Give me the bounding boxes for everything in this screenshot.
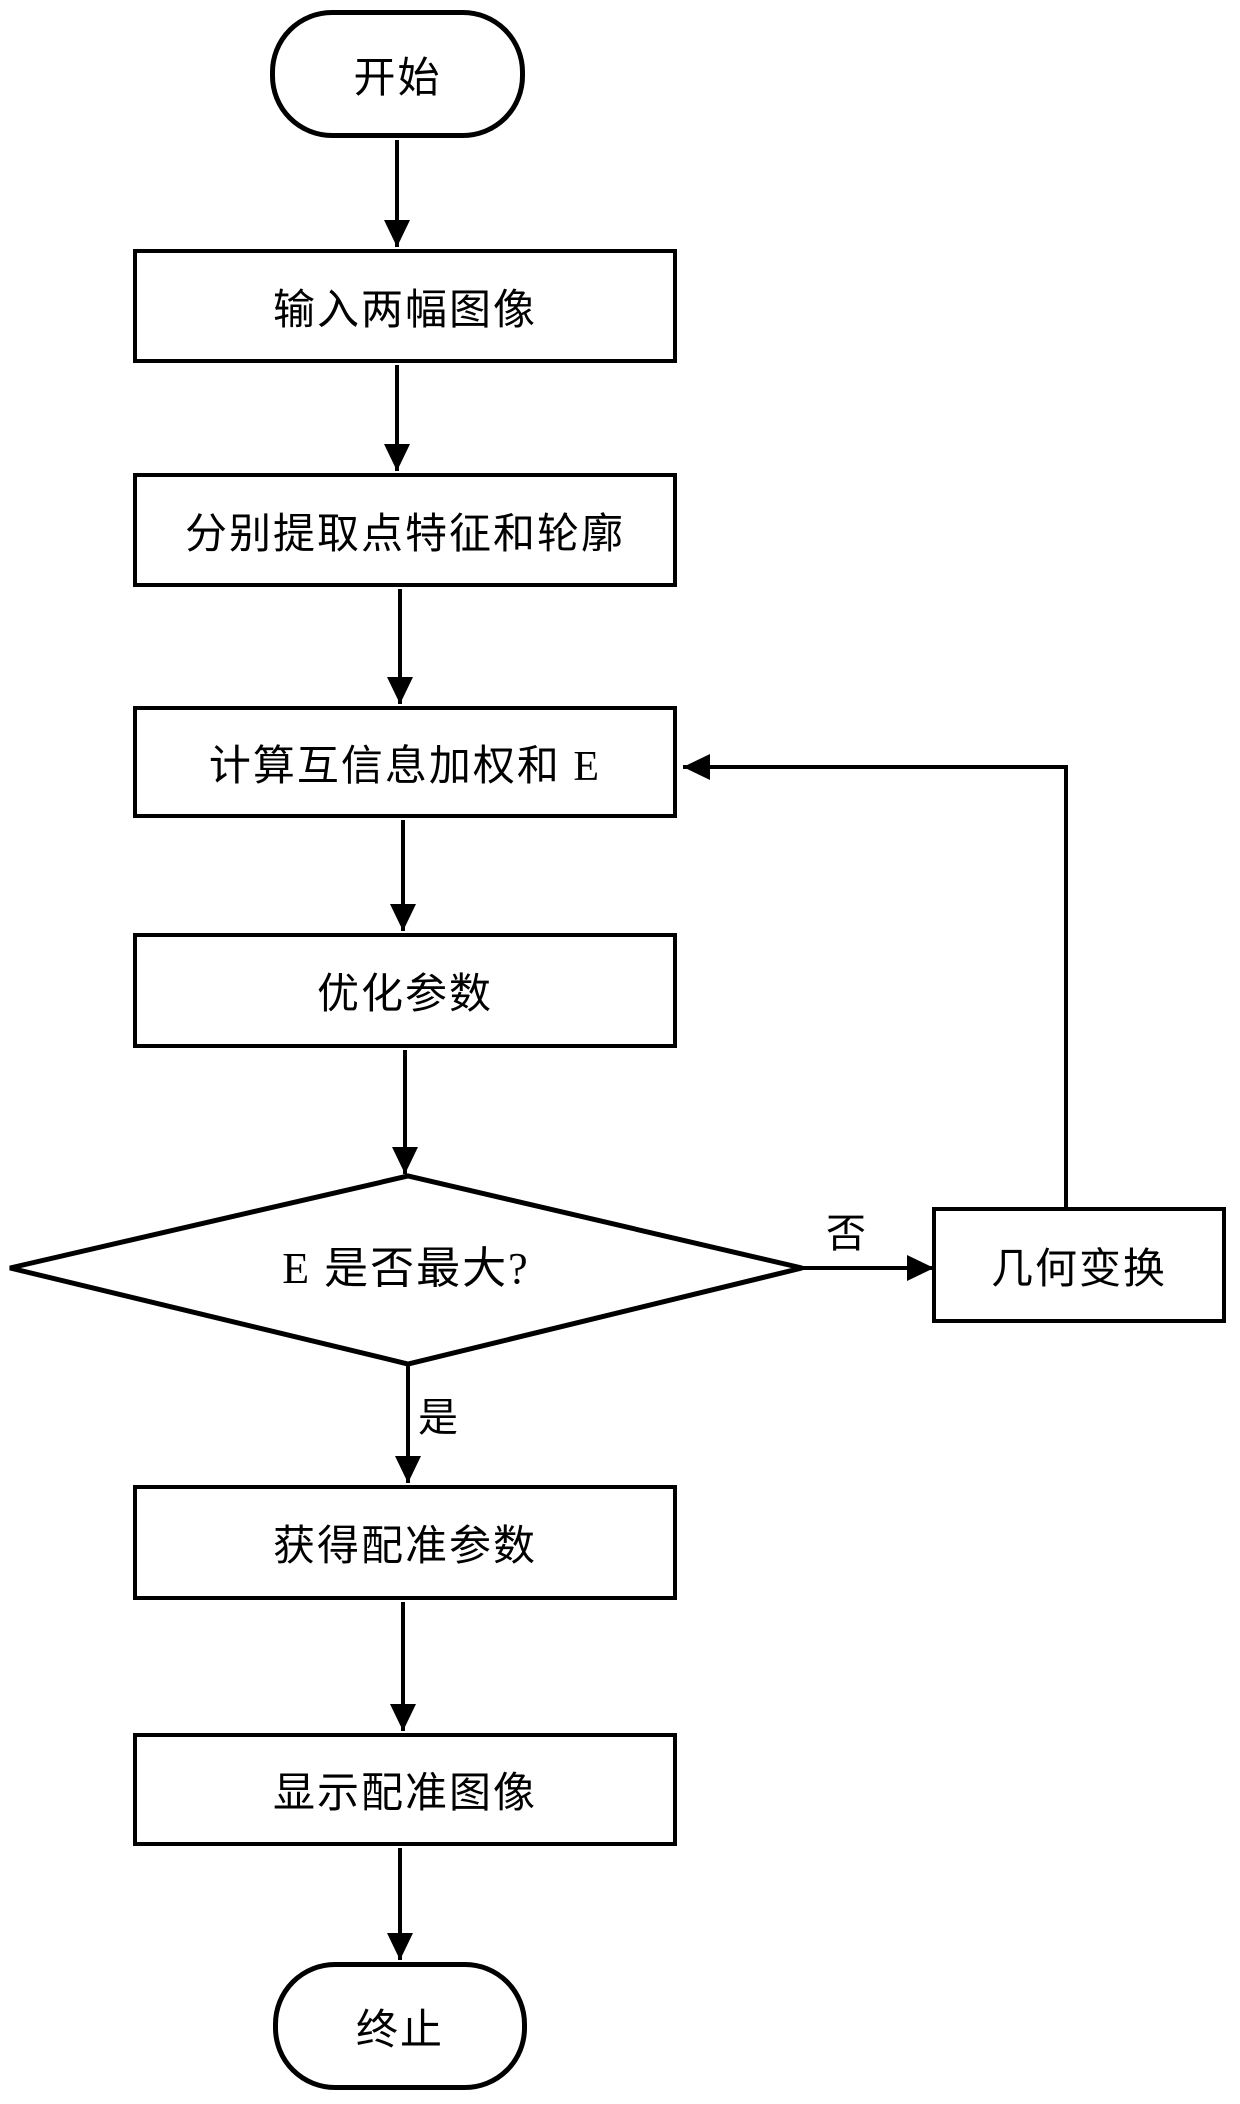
node-extract-features-label: 分别提取点特征和轮廓 <box>184 511 625 558</box>
node-compute-weighted-sum-label: 计算互信息加权和 E <box>208 743 602 790</box>
node-input-images-label: 输入两幅图像 <box>272 287 537 334</box>
node-end: 终止 <box>273 1962 527 2090</box>
node-extract-features: 分别提取点特征和轮廓 <box>133 473 677 587</box>
node-display-registered-image: 显示配准图像 <box>133 1733 677 1846</box>
edge-label-yes: 是 <box>418 1395 458 1440</box>
node-geometric-transform: 几何变换 <box>932 1207 1226 1323</box>
node-acquire-registration-params: 获得配准参数 <box>133 1485 677 1600</box>
node-acquire-registration-params-label: 获得配准参数 <box>272 1524 537 1570</box>
node-optimize-parameters-label: 优化参数 <box>316 972 493 1018</box>
node-decision-e-max-label: E 是否最大? <box>282 1244 530 1293</box>
node-display-registered-image-label: 显示配准图像 <box>272 1771 537 1817</box>
edge-transform-compute-loop <box>683 754 1068 1207</box>
node-input-images: 输入两幅图像 <box>133 249 677 363</box>
node-geometric-transform-label: 几何变换 <box>990 1246 1167 1293</box>
node-start-label: 开始 <box>353 55 442 102</box>
node-compute-weighted-sum: 计算互信息加权和 E <box>133 706 677 818</box>
edge-label-no: 否 <box>826 1211 866 1256</box>
node-start: 开始 <box>270 10 525 138</box>
node-end-label: 终止 <box>355 2007 444 2054</box>
node-optimize-parameters: 优化参数 <box>133 933 677 1048</box>
